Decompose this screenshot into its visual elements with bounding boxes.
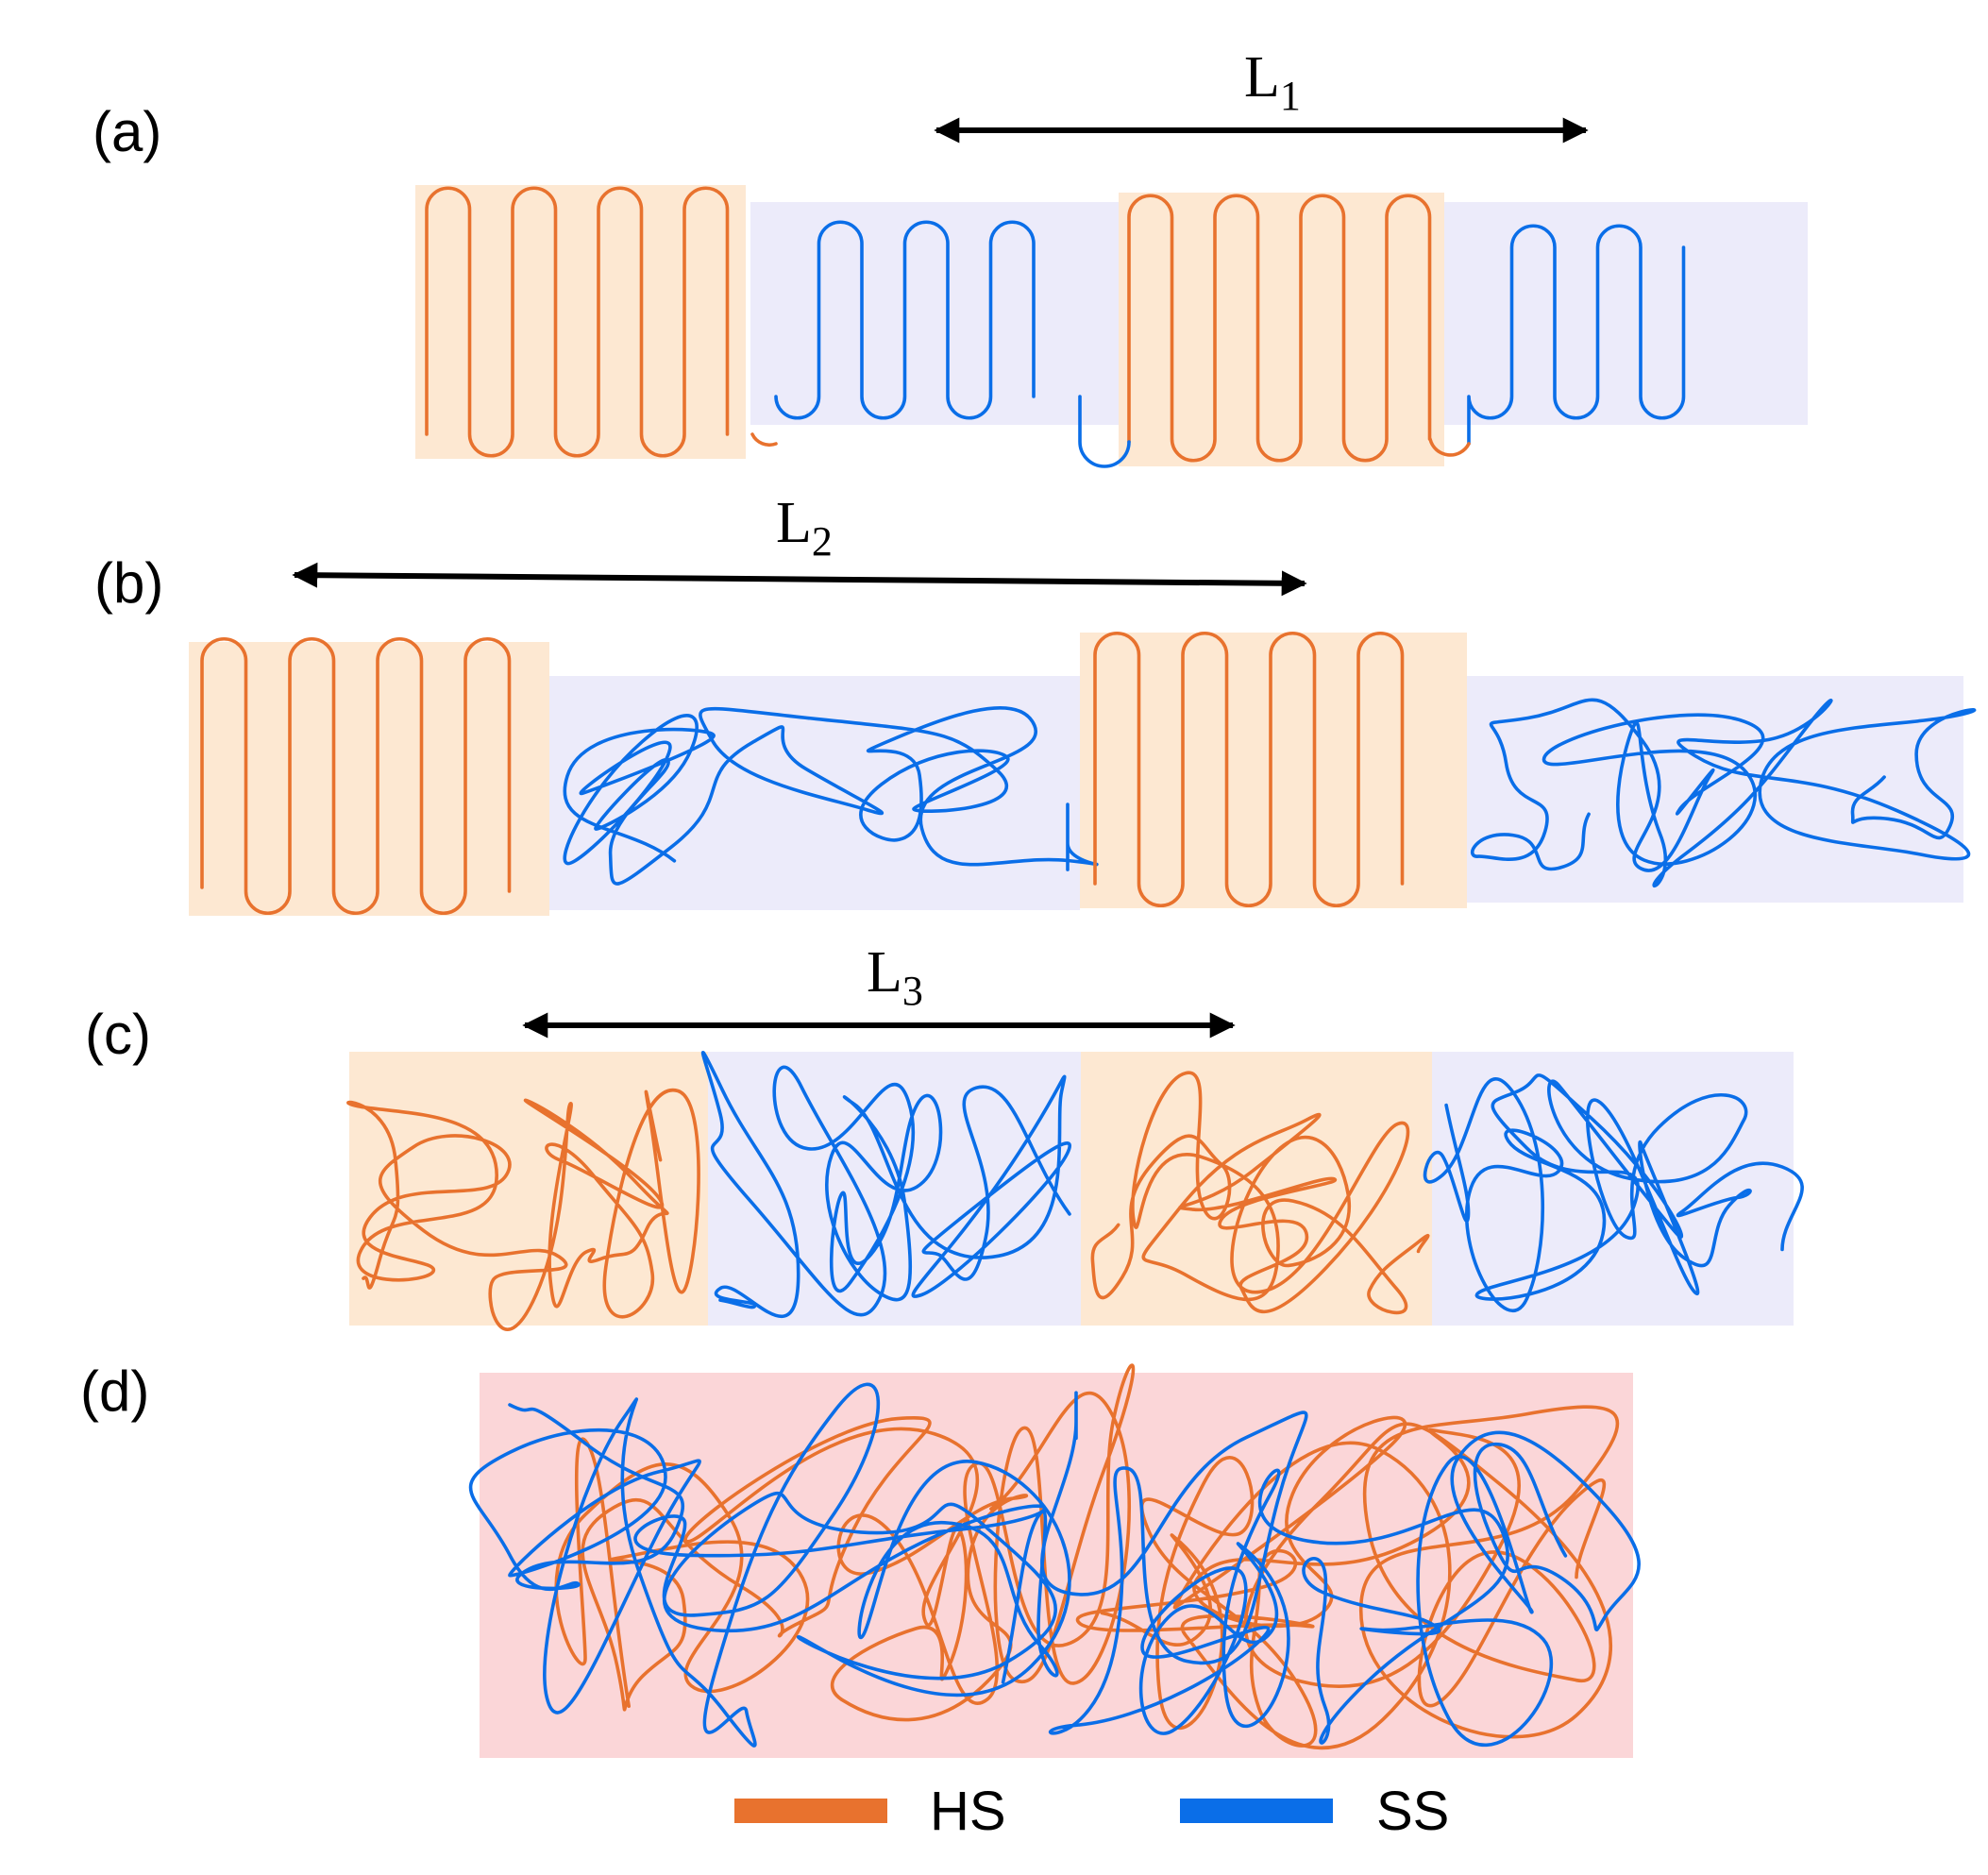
- panel-a: (a) L1: [93, 45, 1808, 468]
- hard-segment-lamella: [425, 186, 730, 458]
- hard-segment-coil: [1090, 1071, 1430, 1315]
- hard-segment-link: [1428, 437, 1471, 457]
- period-l2-arrow: [292, 562, 1307, 597]
- panel-b: (b) L2: [94, 491, 1977, 916]
- legend-item-hs: HS: [734, 1781, 1006, 1842]
- soft-domain-bg: [549, 676, 1080, 910]
- hard-domain-bg: [1119, 193, 1444, 466]
- soft-segment-link: [1078, 395, 1131, 468]
- legend-item-ss: SS: [1180, 1781, 1449, 1842]
- period-l3-label: L3: [867, 940, 923, 1014]
- period-l1: L1: [934, 45, 1589, 144]
- hard-segment-coil: [346, 1088, 700, 1331]
- panel-b-chains: [200, 632, 1977, 915]
- panel-d-chains: [468, 1363, 1641, 1750]
- legend-label-hs: HS: [930, 1781, 1006, 1842]
- period-l3: L3: [522, 940, 1236, 1039]
- legend-label-ss: SS: [1376, 1781, 1449, 1842]
- soft-segment-lamella: [774, 220, 1036, 420]
- soft-domain-bg: [1467, 676, 1963, 903]
- soft-segment-coil: [1423, 1073, 1804, 1313]
- hard-segment-lamella: [1093, 632, 1405, 907]
- soft-segment-coil: [563, 705, 1099, 886]
- hard-segment-coil: [554, 1363, 1136, 1722]
- period-l2-main: L: [776, 491, 812, 555]
- period-l2-label: L2: [776, 491, 833, 565]
- hard-segment-lamella: [200, 637, 512, 915]
- legend-swatch-hs: [734, 1799, 887, 1823]
- legend-swatch-ss: [1180, 1799, 1333, 1823]
- panel-b-label: (b): [94, 551, 163, 615]
- soft-domain-bg: [1444, 202, 1808, 425]
- hard-segment-link: [750, 432, 778, 448]
- period-l2: L2: [292, 491, 1307, 597]
- panel-a-chains: [425, 186, 1686, 468]
- soft-segment-coil: [1040, 1391, 1641, 1747]
- hard-domain-bg: [349, 1052, 708, 1326]
- hard-domain-bg: [415, 185, 746, 459]
- hard-segment-lamella: [1127, 194, 1432, 463]
- panel-c-label: (c): [85, 1003, 151, 1066]
- hard-segment-coil: [1075, 1405, 1620, 1750]
- soft-domain-bg: [750, 202, 1119, 425]
- soft-segment-coil: [1470, 698, 1977, 888]
- panel-c: (c) L3: [85, 940, 1804, 1331]
- soft-segment-coil: [700, 1051, 1071, 1318]
- period-l2-subscript: 2: [812, 518, 833, 565]
- soft-segment-lamella: [1467, 224, 1686, 446]
- legend: HS SS: [734, 1781, 1449, 1842]
- period-l1-label: L1: [1244, 45, 1301, 119]
- panel-c-chains: [346, 1051, 1804, 1331]
- period-l3-subscript: 3: [902, 968, 923, 1014]
- period-l1-subscript: 1: [1280, 73, 1301, 119]
- period-l1-main: L: [1244, 45, 1280, 110]
- hard-domain-bg: [189, 642, 549, 916]
- panel-d-label: (d): [80, 1360, 149, 1423]
- panel-d: (d): [80, 1360, 1641, 1758]
- period-l3-main: L: [867, 940, 902, 1005]
- panel-a-label: (a): [93, 100, 161, 163]
